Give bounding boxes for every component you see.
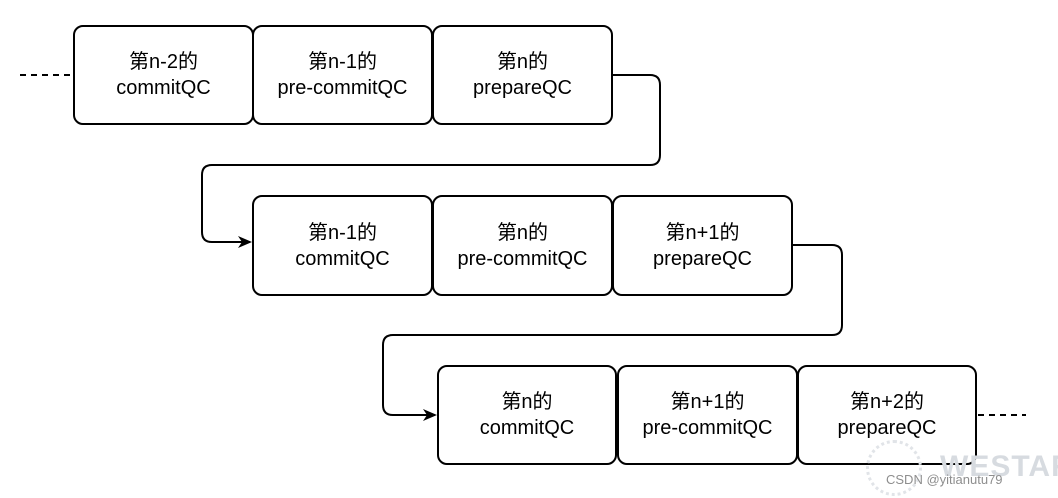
connector-arrow-row1-to-row2 (201, 74, 661, 248)
box-label-line2: prepareQC (473, 77, 572, 99)
connector-arrow-row2-to-row3 (382, 244, 843, 421)
box-label-line1: 第n+2的 (850, 391, 924, 413)
box-row1-prepareqc: 第n的 prepareQC (432, 25, 613, 125)
watermark-credit: CSDN @yitianutu79 (886, 472, 1003, 487)
box-label-line2: commitQC (479, 417, 575, 439)
box-label-line2: pre-commitQC (457, 247, 588, 270)
box-label-line1: 第n的 (496, 221, 549, 244)
box-label-line2: prepareQC (653, 247, 752, 270)
box-label-line2: pre-commitQC (642, 417, 773, 439)
box-label-line2: prepareQC (837, 417, 937, 439)
box-row2-prepareqc: 第n+1的 prepareQC (612, 195, 793, 296)
watermark-logo-icon (866, 440, 922, 496)
box-row3-precommitqc: 第n+1的 pre-commitQC (617, 365, 798, 465)
box-row3-commitqc: 第n的 commitQC (437, 365, 617, 465)
watermark-brand: WESTAR (940, 450, 1058, 483)
box-label-line1: 第n+1的 (670, 391, 745, 413)
box-row1-commitqc: 第n-2的 commitQC (73, 25, 254, 125)
box-row1-precommitqc: 第n-1的 pre-commitQC (252, 25, 433, 125)
box-label-line1: 第n+1的 (665, 221, 740, 244)
box-label-line1: 第n-1的 (308, 51, 377, 73)
box-label-line2: commitQC (116, 77, 211, 99)
box-label-line1: 第n的 (496, 51, 549, 73)
box-row2-precommitqc: 第n的 pre-commitQC (432, 195, 613, 296)
box-label-line1: 第n-2的 (129, 51, 198, 73)
box-label-line2: commitQC (295, 247, 390, 270)
box-row2-commitqc: 第n-1的 commitQC (252, 195, 433, 296)
box-label-line1: 第n的 (501, 391, 553, 413)
box-label-line2: pre-commitQC (277, 77, 408, 99)
box-label-line1: 第n-1的 (308, 221, 377, 244)
